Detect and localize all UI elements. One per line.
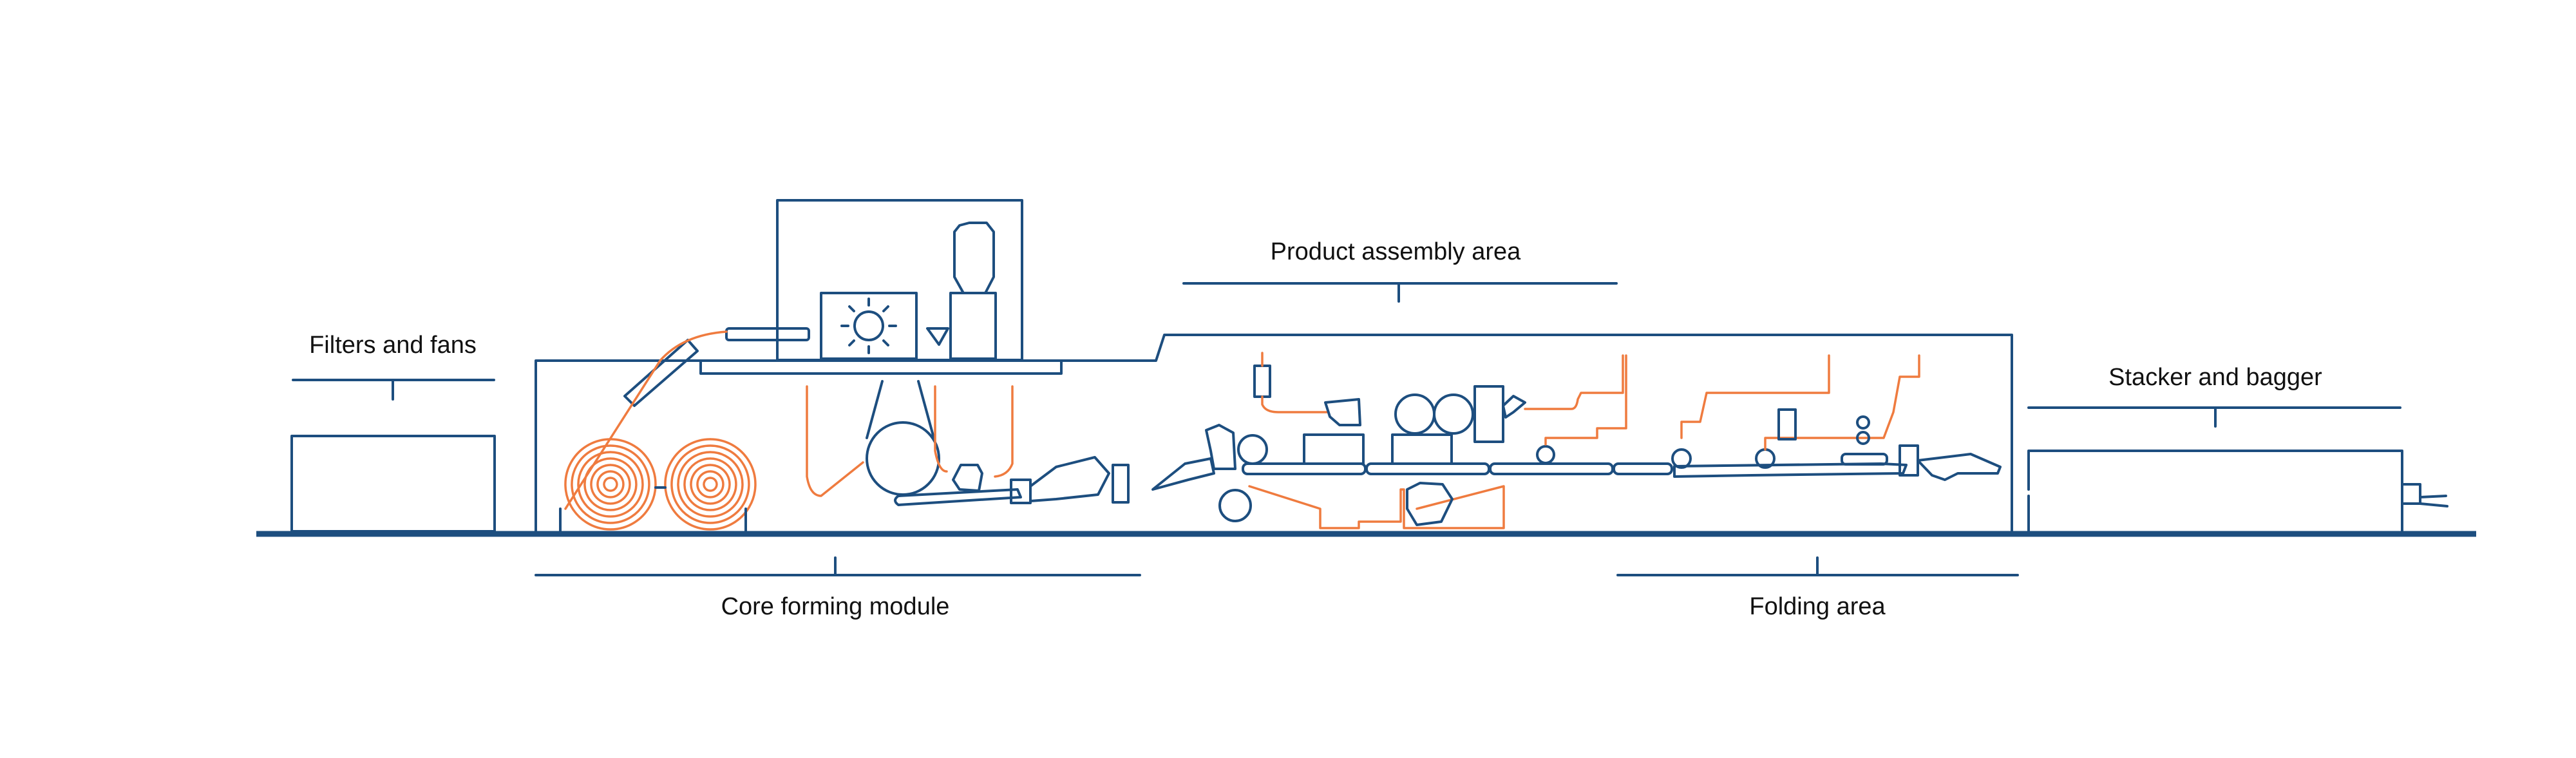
applicator-base [1303,433,1365,465]
machine-housing [535,334,2013,533]
core-compactor [952,464,983,492]
core-cutter [1010,478,1032,504]
forming-drum [866,421,940,496]
intake-wedge [1151,457,1215,491]
print-roll-2 [1433,393,1474,435]
web-path-drum-left [806,385,864,497]
sensor-module-1 [1253,365,1271,398]
applicator-head [1324,398,1361,426]
web-path-rolls [564,330,728,510]
material-feed-3 [1544,354,1627,446]
shelf [699,359,1063,375]
roll-stand [559,507,747,533]
filters-and-fans-unit [290,435,496,533]
silo-hopper [953,222,995,294]
silo-base [949,292,997,360]
fold-sensor [1777,408,1797,441]
product-assembly-area: Product assembly area [1151,238,1673,529]
material-feed-2 [1524,354,1624,410]
small-roller-1 [1856,415,1870,430]
material-loop-lower [1248,485,1505,529]
main-conveyor [1242,462,1673,475]
upper-cabinet [776,199,1023,361]
material-feed-5 [1764,354,1920,451]
dosing-funnel [926,327,949,346]
lower-folding-head [1406,482,1454,526]
core-transfer-belt [894,488,1022,506]
glue-unit [1473,385,1504,443]
label-stacker-and-bagger: Stacker and bagger [2108,364,2322,391]
drum-belt-right [917,380,935,439]
glue-nozzle [1502,395,1526,419]
label-folding-area: Folding area [1749,593,1886,620]
label-filters-and-fans: Filters and fans [309,332,477,359]
folding-area: Folding area [1616,354,2019,620]
web-path-drum-mid [934,385,948,473]
raw-material-roll-2 [664,438,757,531]
stacker-bagger-unit [2027,450,2403,533]
mill-rotor-icon [853,310,884,341]
core-press-plate [1112,464,1130,504]
mill-box [820,292,918,360]
bag-outfeed-rails [2419,495,2448,507]
filters-and-fans-section: Filters and fans [290,332,496,533]
print-roll-1 [1394,393,1435,435]
intake-guide [1205,424,1236,470]
folding-cutter [1899,444,1919,477]
label-core-forming-module: Core forming module [721,593,950,620]
lower-roller [1218,489,1252,522]
core-press-unit [1029,456,1110,502]
folding-plate [1841,453,1888,466]
mill-rotor-teeth [840,298,897,354]
label-product-assembly-area: Product assembly area [1271,238,1521,265]
drum-belt-left [866,380,884,439]
raw-material-roll-1 [564,438,657,531]
guide-roller-1 [1536,445,1555,464]
material-feed-1 [1261,352,1328,413]
feed-tray [725,327,810,341]
print-base [1391,433,1453,465]
small-roller-2 [1856,431,1870,445]
stacker-and-bagger-section: Stacker and bagger [2027,364,2448,533]
intake-roller [1237,434,1268,465]
bag-outfeed [2403,483,2421,505]
core-forming-module: Core forming module [535,199,2013,620]
web-path-drum-right [994,385,1014,478]
folding-outfeed [1917,453,2002,481]
fold-roller-1 [1671,448,1692,469]
material-feed-4 [1680,354,1830,439]
feed-chute [623,339,699,407]
